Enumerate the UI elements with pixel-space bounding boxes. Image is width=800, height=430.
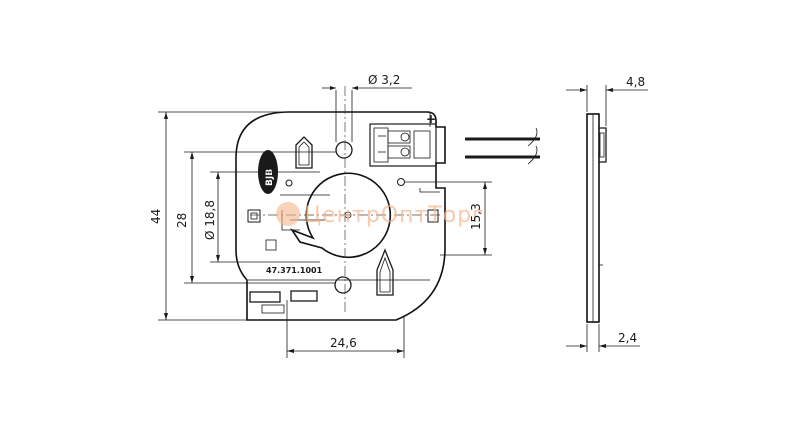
dim-height-total: 44 <box>149 111 290 321</box>
part-number: 47.371.1001 <box>266 266 323 275</box>
slot-bottom-left <box>249 291 281 303</box>
svg-text:4,8: 4,8 <box>626 75 645 89</box>
plate-inner-edge <box>248 112 440 281</box>
svg-text:15,3: 15,3 <box>469 203 483 230</box>
svg-text:Ø 18,8: Ø 18,8 <box>203 200 217 240</box>
svg-text:Ø 3,2: Ø 3,2 <box>368 73 400 87</box>
contact-tab-top <box>295 136 313 169</box>
left-pad <box>247 209 261 223</box>
mounting-hole-top <box>335 141 353 159</box>
wire-connector <box>369 123 437 167</box>
dim-height-right: 15,3 <box>405 181 492 256</box>
svg-text:44: 44 <box>149 209 163 224</box>
small-hole-right <box>397 178 405 186</box>
plate-outline <box>235 111 446 321</box>
right-pad <box>427 209 439 223</box>
polarity-plus: + <box>426 112 436 126</box>
small-hole-left <box>285 179 293 187</box>
svg-text:28: 28 <box>175 213 189 228</box>
svg-text:BJB: BJB <box>265 169 275 186</box>
watermark: ЦентрОптТорг <box>276 202 485 228</box>
svg-text:2,4: 2,4 <box>618 331 637 345</box>
mounting-hole-bottom <box>334 276 352 294</box>
contact-tab-bottom <box>376 248 394 296</box>
dim-thickness-top: 4,8 <box>566 75 648 126</box>
dim-height-inner: 28 <box>175 151 336 284</box>
svg-text:ЦентрОптТорг: ЦентрОптТорг <box>304 203 485 228</box>
dim-center-diameter: Ø 18,8 <box>203 171 320 263</box>
svg-text:24,6: 24,6 <box>330 336 357 350</box>
dim-hole-diameter: Ø 3,2 <box>322 73 412 142</box>
dim-thickness-bottom: 2,4 <box>566 324 640 352</box>
dim-width-bottom: 24,6 <box>286 300 405 358</box>
small-square <box>265 239 277 251</box>
side-view <box>586 113 607 323</box>
slot-bottom-mid <box>290 290 318 302</box>
wires <box>465 127 540 165</box>
